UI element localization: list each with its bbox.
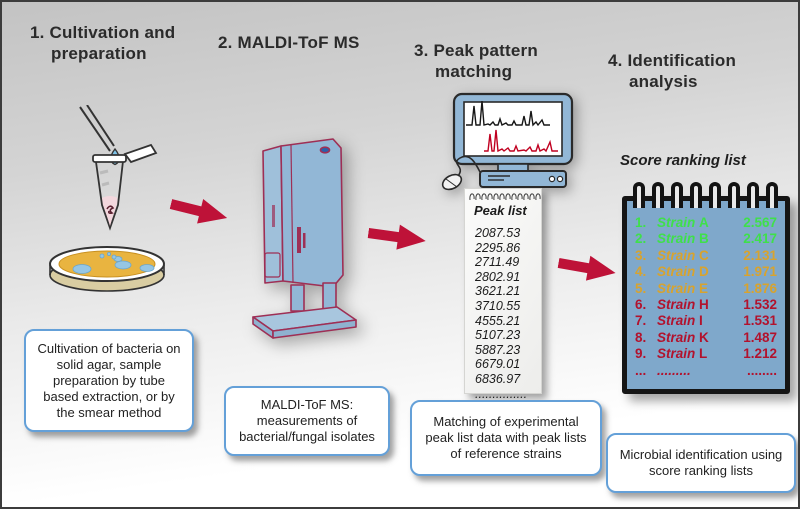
mass-spectrum-black xyxy=(466,100,550,127)
rank: 1. xyxy=(635,215,647,230)
step2-title: 2. MALDI-ToF MS xyxy=(218,33,360,52)
spiral-binding-icon xyxy=(469,193,541,201)
step4-title: 4. Identification analysis xyxy=(608,51,737,91)
score-value: 1.487 xyxy=(743,329,777,345)
score-row: 7. Strain I 1.531 xyxy=(635,313,779,329)
spiral-ring-icon xyxy=(709,182,721,208)
strain-name: ......... xyxy=(657,362,691,378)
step3-caption: Matching of experimental peak list data … xyxy=(410,400,602,476)
score-row-ellipsis: ... ......... ........ xyxy=(635,363,779,379)
rank: ... xyxy=(635,362,647,378)
strain-name: Strain E xyxy=(657,280,709,296)
strain-name: Strain D xyxy=(657,264,709,280)
spiral-ring-icon xyxy=(747,182,759,208)
score-value: 1.212 xyxy=(743,346,777,362)
peak-value: 2802.91 xyxy=(475,269,521,284)
rank: 3. xyxy=(635,247,647,263)
strain-name: Strain A xyxy=(657,215,709,230)
peak-value: 2087.53 xyxy=(475,226,521,240)
score-ranking-heading: Score ranking list xyxy=(620,152,746,169)
score-value: 2.567 xyxy=(743,215,777,230)
score-value: 2.131 xyxy=(743,247,777,263)
score-row: 2. Strain B 2.417 xyxy=(635,231,779,247)
score-value: 1.532 xyxy=(743,297,777,313)
peak-value: 2295.86 xyxy=(475,240,521,255)
peak-value: 6836.97 xyxy=(475,371,521,386)
spiral-ring-icon xyxy=(671,182,683,208)
spiral-ring-icon xyxy=(690,182,702,208)
bacterial-colonies-icon xyxy=(72,251,155,274)
maldi-instrument-icon xyxy=(252,138,357,339)
score-row: 6. Strain H 1.532 xyxy=(635,297,779,313)
rank: 9. xyxy=(635,346,647,362)
score-value: ........ xyxy=(746,362,777,378)
strain-name: Strain H xyxy=(657,297,709,313)
rank: 2. xyxy=(635,231,647,247)
pipette-icon xyxy=(79,105,115,152)
peak-value: 3710.55 xyxy=(475,298,521,313)
rank: 6. xyxy=(635,297,647,313)
step1-caption: Cultivation of bacteria on solid agar, s… xyxy=(24,329,194,432)
strain-name: Strain K xyxy=(657,329,709,345)
strain-name: Strain I xyxy=(657,313,703,329)
arrow-right-icon-step3-4 xyxy=(556,249,618,287)
peak-value-ellipsis: ............... xyxy=(475,386,528,401)
step4-caption: Microbial identification using score ran… xyxy=(606,433,796,493)
rank: 4. xyxy=(635,264,647,280)
computer-icon xyxy=(441,92,574,191)
strain-name: Strain B xyxy=(657,231,709,247)
score-row: 1. Strain A 2.567 xyxy=(635,215,779,231)
petri-dish-icon xyxy=(49,246,165,292)
score-ranking-notebook: 1. Strain A 2.567 2. Strain B 2.417 3. S… xyxy=(622,182,790,394)
score-row: 5. Strain E 1.876 xyxy=(635,281,779,297)
score-ranking-list: 1. Strain A 2.567 2. Strain B 2.417 3. S… xyxy=(635,215,779,379)
rank: 8. xyxy=(635,329,647,345)
peak-value: 5107.23 xyxy=(475,328,521,343)
microtube-icon xyxy=(92,143,158,231)
score-row: 9. Strain L 1.212 xyxy=(635,346,779,362)
mass-spectrum-red xyxy=(484,129,558,153)
spiral-ring-icon xyxy=(652,182,664,208)
score-value: 1.876 xyxy=(743,280,777,296)
score-row: 3. Strain C 2.131 xyxy=(635,248,779,264)
rank: 5. xyxy=(635,280,647,296)
strain-name: Strain L xyxy=(657,346,708,362)
bacteria-squiggle-icon xyxy=(106,205,115,215)
score-value: 2.417 xyxy=(743,231,777,247)
peak-value: 3621.21 xyxy=(475,284,521,299)
cultivation-illustration xyxy=(49,105,165,292)
score-value: 1.531 xyxy=(743,313,777,329)
spiral-ring-icon xyxy=(728,182,740,208)
spiral-ring-icon xyxy=(633,182,645,208)
score-row: 4. Strain D 1.971 xyxy=(635,264,779,280)
strain-name: Strain C xyxy=(657,247,709,263)
peak-value: 6679.01 xyxy=(475,357,521,372)
peak-value: 2711.49 xyxy=(475,255,520,270)
peak-list-paper: Peak list 2087.53 2295.86 2711.49 2802.9… xyxy=(464,188,542,401)
score-row: 8. Strain K 1.487 xyxy=(635,330,779,346)
mouse-icon xyxy=(441,155,481,191)
peak-list-values: 2087.53 2295.86 2711.49 2802.91 3621.21 … xyxy=(465,218,541,401)
peak-list-title: Peak list xyxy=(474,203,527,218)
peak-value: 4555.21 xyxy=(475,313,521,328)
spiral-ring-icon xyxy=(766,182,778,208)
peak-value: 5887.23 xyxy=(475,342,521,357)
step2-caption: MALDI-ToF MS: measurements of bacterial/… xyxy=(224,386,390,456)
step1-title: 1. Cultivation and preparation xyxy=(30,23,176,63)
rank: 7. xyxy=(635,313,647,329)
arrow-right-icon-step2-3 xyxy=(366,219,427,255)
score-value: 1.971 xyxy=(743,264,777,280)
step3-title: 3. Peak pattern matching xyxy=(414,41,538,81)
